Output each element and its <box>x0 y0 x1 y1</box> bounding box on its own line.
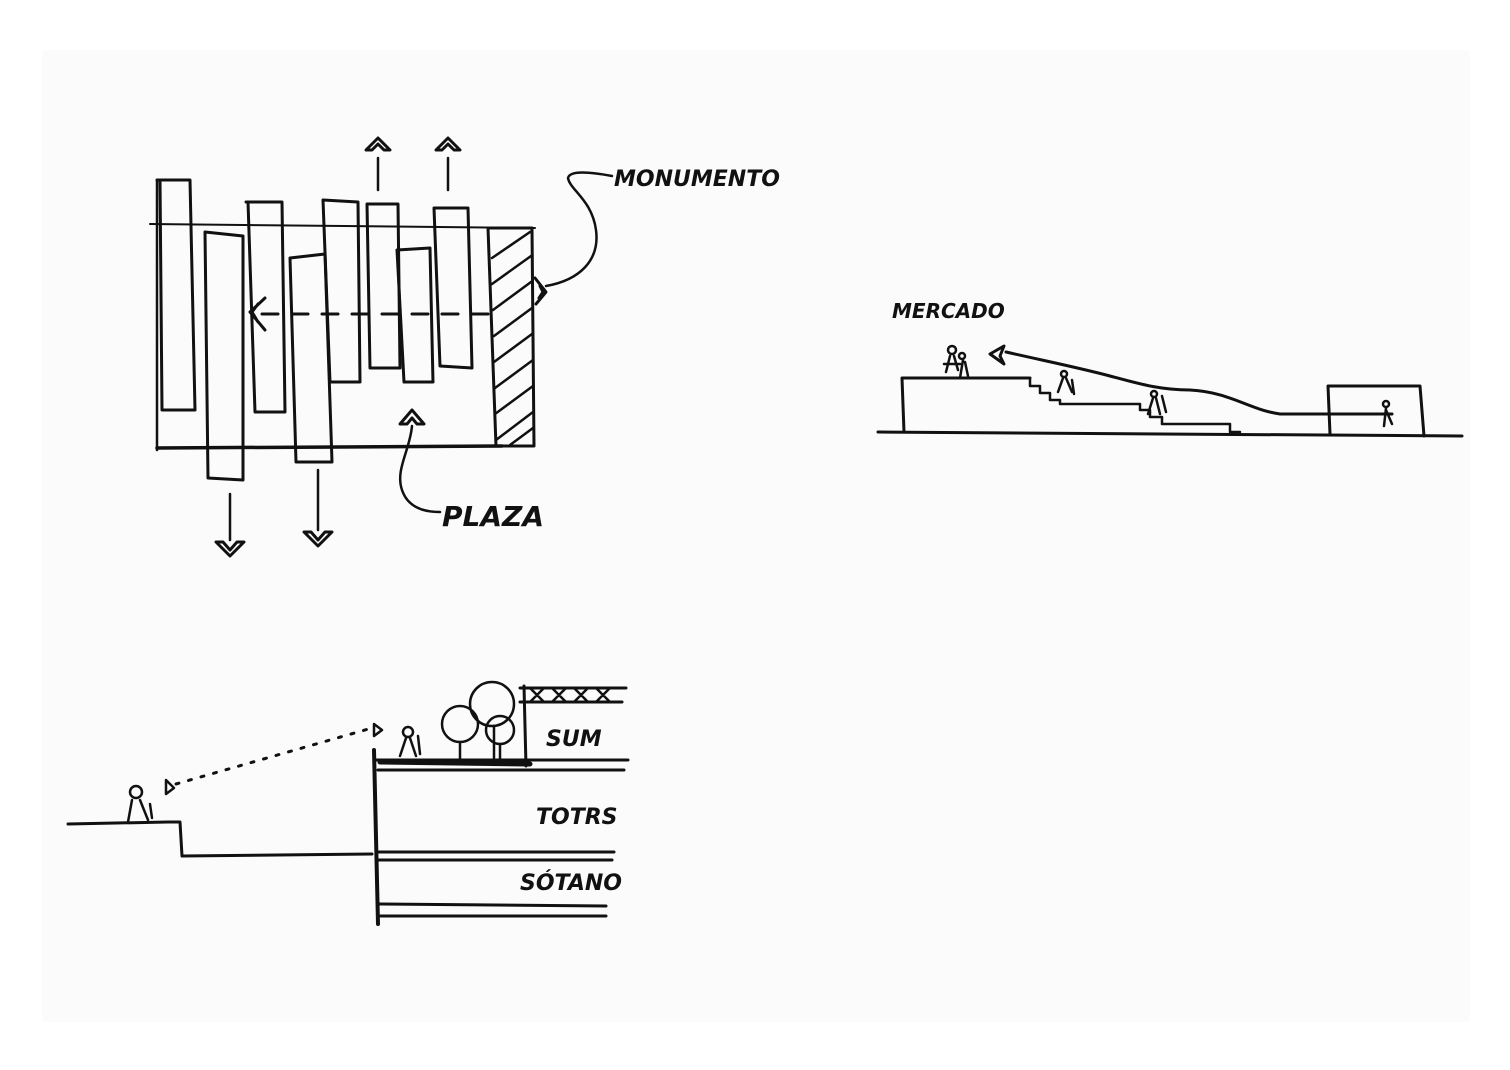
platform <box>900 376 1032 434</box>
axis-arrow-right <box>533 276 548 306</box>
person-icon <box>1146 389 1168 416</box>
label-monumento: MONUMENTO <box>614 167 780 192</box>
plan-bars <box>155 178 474 482</box>
street-ground-line <box>66 820 374 858</box>
trees <box>440 680 516 762</box>
up-arrow-icon <box>434 136 462 152</box>
plan-sketch: PLAZA MONUMENTO <box>149 136 780 558</box>
label-plaza: PLAZA <box>442 500 544 533</box>
market-section-sketch: MERCADO <box>876 299 1464 438</box>
eye-marker-icon <box>372 722 384 738</box>
section-ground-line <box>876 430 1464 438</box>
sum-roof-truss <box>518 684 628 768</box>
down-arrow-icon <box>302 530 334 548</box>
person-icon <box>942 344 970 380</box>
plan-top-line <box>149 223 536 229</box>
plan-bar <box>395 246 435 384</box>
roof-terrace <box>377 759 533 767</box>
plan-bar <box>321 198 362 384</box>
building-section-sketch: SUM TOTRS SÓTANO <box>66 680 630 926</box>
eye-marker-icon <box>164 778 176 796</box>
building-wall <box>372 748 380 926</box>
plan-bar <box>203 230 245 482</box>
exit-arrows-down <box>214 468 334 558</box>
plan-bar <box>288 252 334 464</box>
plan-bar <box>365 202 402 370</box>
plan-bar <box>155 178 197 412</box>
truss-cross-bracing <box>528 686 612 704</box>
monumento-leader-line <box>544 171 614 288</box>
sketch-paper <box>42 50 1470 1022</box>
axis-arrow-left <box>248 296 267 332</box>
down-arrow-icon <box>214 540 246 558</box>
plan-bottom-line <box>155 444 504 450</box>
label-totrs: TOTRS <box>536 805 618 830</box>
label-sotano: SÓTANO <box>520 870 622 896</box>
terrace-person-icon <box>398 725 422 758</box>
basement-slab <box>376 902 608 918</box>
section-stairs <box>1028 376 1242 434</box>
plan-bar <box>244 200 287 414</box>
observer-person-icon <box>126 784 154 824</box>
person-icon <box>1378 399 1394 428</box>
people-icons <box>942 344 1394 428</box>
person-icon <box>1056 369 1076 396</box>
up-arrow-icon <box>364 136 392 152</box>
plaza-pointer-icon <box>398 408 426 426</box>
tree-icon <box>468 680 516 728</box>
sloped-roof <box>1004 350 1394 416</box>
roof-arrow-icon <box>988 344 1006 366</box>
tree-icon <box>484 714 516 746</box>
monumento-block <box>486 226 536 448</box>
ground-slab <box>376 850 616 862</box>
market-building <box>1326 384 1426 438</box>
label-mercado: MERCADO <box>892 299 1005 323</box>
plaza-leader-line <box>398 424 442 514</box>
sight-line <box>174 726 374 786</box>
label-sum: SUM <box>546 727 602 752</box>
plan-bar <box>432 206 474 370</box>
exit-arrows-up <box>364 136 462 192</box>
